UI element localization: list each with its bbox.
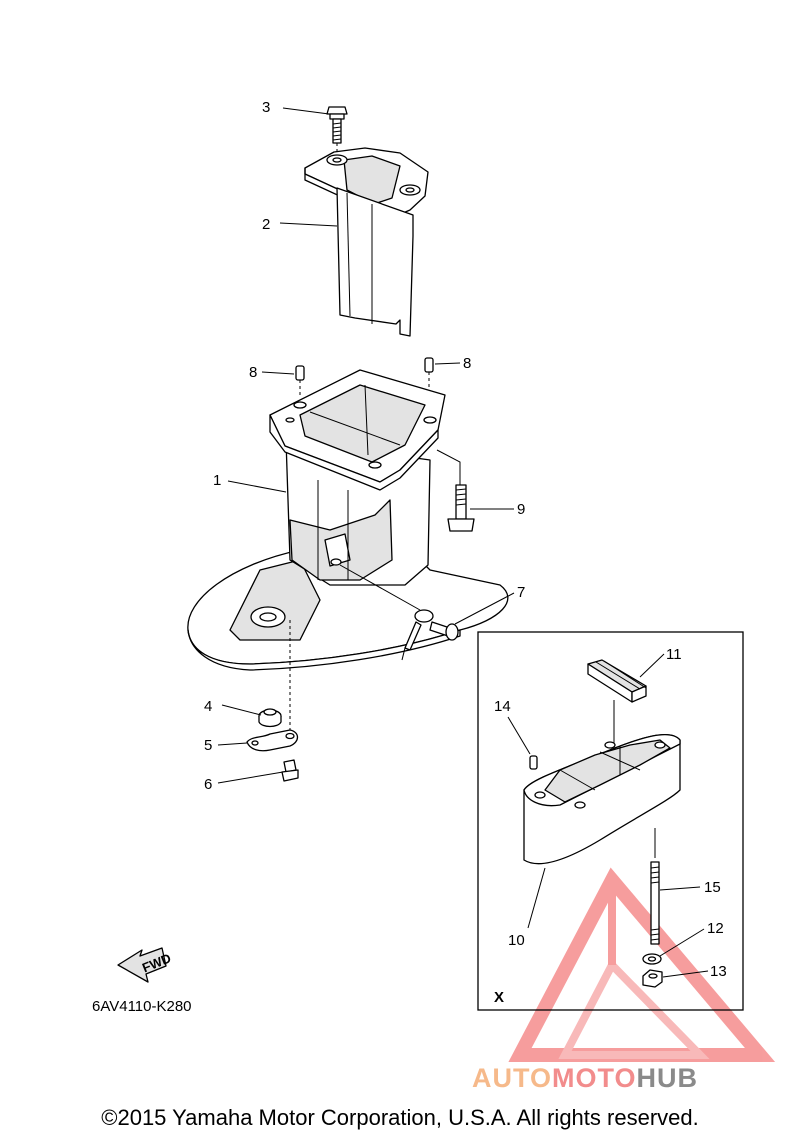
label-part-13: 13 — [710, 963, 727, 980]
inset-label: X — [494, 989, 504, 1006]
part-5-plate — [246, 729, 299, 752]
part-labels: 3 2 8 8 1 9 7 4 5 6 11 14 15 12 13 10 — [204, 99, 727, 980]
part-12-washer — [642, 953, 662, 965]
part-10-extension — [523, 733, 681, 865]
label-part-12: 12 — [707, 920, 724, 937]
label-part-2: 2 — [262, 216, 270, 233]
label-part-1: 1 — [213, 472, 221, 489]
label-part-9: 9 — [517, 501, 525, 518]
part-1-housing — [187, 369, 509, 671]
part-11-block — [587, 659, 647, 703]
part-7-screw — [429, 621, 459, 641]
label-part-7: 7 — [517, 584, 525, 601]
label-part-8-right: 8 — [463, 355, 471, 372]
part-3-bolt — [326, 106, 348, 144]
label-part-11: 11 — [666, 646, 682, 663]
diagram-code: 6AV4110-K280 — [92, 998, 192, 1015]
part-8-pin-left — [295, 365, 305, 398]
label-part-10: 10 — [508, 932, 525, 949]
fwd-arrow-icon: FWD — [117, 947, 173, 983]
leader-lines — [217, 107, 709, 978]
label-part-14: 14 — [494, 698, 511, 715]
part-2-cover — [304, 147, 429, 337]
watermark-text: AUTOMOTOHUB — [472, 1063, 698, 1093]
label-part-3: 3 — [262, 99, 270, 116]
label-part-5: 5 — [204, 737, 212, 754]
watermark-part-3: HUB — [637, 1063, 699, 1093]
watermark-part-2: MOTO — [552, 1063, 637, 1093]
label-part-8-left: 8 — [249, 364, 257, 381]
copyright-text: ©2015 Yamaha Motor Corporation, U.S.A. A… — [101, 1105, 698, 1130]
part-13-nut — [642, 969, 663, 988]
part-4-grommet — [258, 708, 282, 728]
label-part-4: 4 — [204, 698, 212, 715]
svg-text:AUTOMOTOHUB: AUTOMOTOHUB — [472, 1063, 698, 1093]
watermark-part-1: AUTO — [472, 1063, 552, 1093]
inset-frame — [477, 631, 744, 1011]
part-9-bolt — [447, 484, 475, 532]
part-15-stud — [650, 861, 660, 945]
label-part-6: 6 — [204, 776, 212, 793]
label-part-15: 15 — [704, 879, 721, 896]
part-6-nut — [281, 759, 299, 782]
part-14-pin — [529, 755, 538, 770]
ground-lead — [339, 564, 434, 661]
